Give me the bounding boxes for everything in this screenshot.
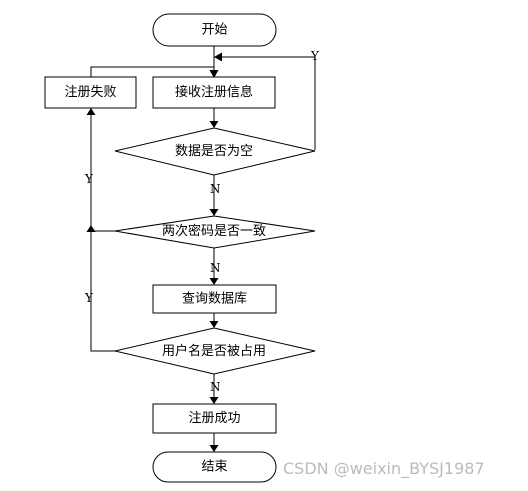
query-db-label: 查询数据库 [182,291,247,307]
register-success-box [152,403,277,434]
label-data-empty-no: N [210,182,221,196]
edge-username-yes-to-fail [90,230,115,352]
start-label: 开始 [201,23,227,38]
watermark-text: CSDN @weixin_BYSJ1987 [283,459,485,478]
password-match-label: 两次密码是否一致 [162,223,266,239]
arrowhead-receive [209,70,219,78]
label-username-no: N [210,380,221,394]
start-terminator [152,13,277,47]
username-taken-decision [114,327,316,375]
label-password-yes: Y [84,172,94,186]
receive-info-label: 接收注册信息 [175,84,253,100]
end-label: 结束 [201,460,227,475]
arrowhead-loop-receive [214,52,222,62]
arrowhead-fail-2 [86,225,96,232]
register-fail-box [44,76,137,109]
arrowhead-fail-1 [86,108,96,115]
register-fail-label: 注册失败 [64,85,116,100]
username-taken-label: 用户名是否被占用 [162,343,266,359]
edge-data-empty-yes-loop [214,56,316,150]
arrowhead-username [209,321,219,328]
edge-password-yes-to-fail [90,108,115,232]
label-password-no: N [210,261,221,275]
arrowhead-end [209,445,219,452]
query-db-box [152,284,277,314]
data-empty-decision [114,127,316,176]
end-terminator [152,451,277,483]
data-empty-label: 数据是否为空 [175,144,253,159]
label-data-empty-yes: Y [310,49,320,63]
password-match-decision [114,215,316,249]
arrowhead-password [209,209,219,216]
edge-fail-to-receive [90,66,214,78]
receive-info-box [152,76,276,109]
arrowhead-data-empty [209,121,219,128]
label-username-yes: Y [84,291,94,305]
arrowhead-query [209,278,219,285]
register-success-label: 注册成功 [188,411,240,426]
arrowhead-success [209,397,219,404]
